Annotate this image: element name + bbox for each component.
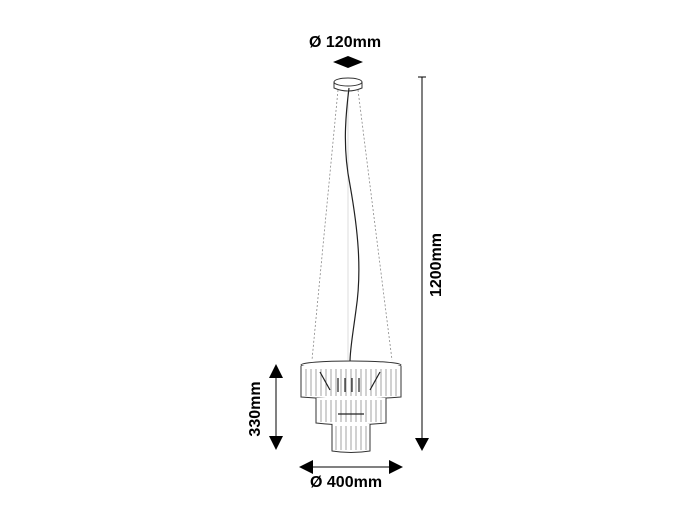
canopy-diameter-arrow (333, 56, 363, 68)
power-cable (344, 87, 360, 363)
body-diameter-label: Ø 400mm (310, 474, 383, 491)
crystal-prisms (305, 369, 397, 450)
body-diameter-arrow (299, 460, 403, 474)
inner-crystal-details (319, 371, 381, 415)
canopy-diameter-label: Ø 120mm (309, 34, 382, 51)
ceiling-canopy (333, 77, 363, 92)
suspension-wires (311, 89, 393, 361)
body-height-arrow (269, 364, 283, 450)
total-height-label: 1200mm (428, 232, 445, 298)
total-height-arrow (415, 76, 429, 451)
body-height-label: 330mm (247, 381, 264, 437)
